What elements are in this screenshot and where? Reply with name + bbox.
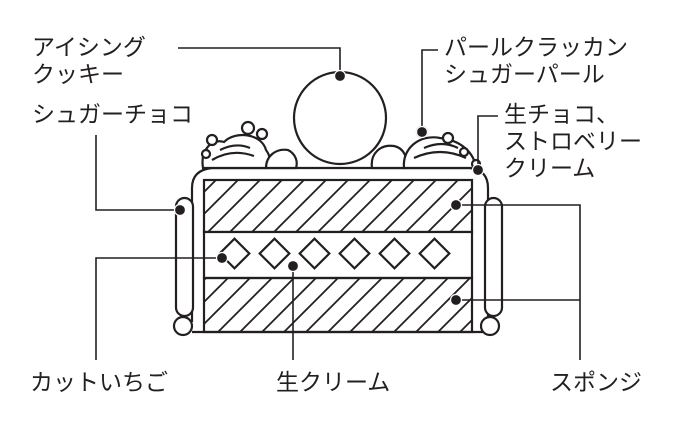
label-fresh-cream: 生クリーム: [276, 370, 390, 396]
marker-fresh-choco: [471, 163, 485, 177]
icing-cookie: [292, 70, 388, 166]
cream-swirls: [201, 133, 478, 170]
label-sponge: スポンジ: [550, 370, 642, 396]
bottom-pearls: [172, 315, 501, 337]
marker-sponge-bottom: [449, 293, 463, 307]
label-sugar-choco: シュガーチョコ: [32, 102, 193, 128]
marker-sugar-choco: [173, 203, 187, 217]
marker-icing-cookie: [333, 69, 347, 83]
leader-lines: [95, 47, 581, 360]
label-cut-strawberry: カットいちご: [30, 370, 168, 396]
cut-strawberry-pieces: [218, 237, 451, 270]
label-fresh-choco-line1: 生チョコ、: [504, 102, 619, 128]
label-pearl-cracker-line2: シュガーパール: [444, 62, 605, 88]
label-fresh-choco-line2: ストロベリー: [504, 129, 642, 155]
sponge-layer-bottom: [202, 276, 474, 334]
label-fresh-choco-line3: クリーム: [504, 156, 595, 182]
label-pearl-cracker-line1: パールクラッカン: [444, 35, 628, 61]
sponge-layer-top: [202, 178, 474, 234]
side-sugar-choco: [174, 196, 504, 318]
marker-fresh-cream: [286, 259, 300, 273]
marker-sponge-top: [449, 198, 463, 212]
marker-pearl-cracker: [415, 125, 429, 139]
label-icing-cookie-line1: アイシング: [32, 35, 146, 61]
marker-cut-strawberry: [215, 251, 229, 265]
label-icing-cookie-line2: クッキー: [32, 62, 124, 88]
leader-markers: [173, 69, 485, 307]
